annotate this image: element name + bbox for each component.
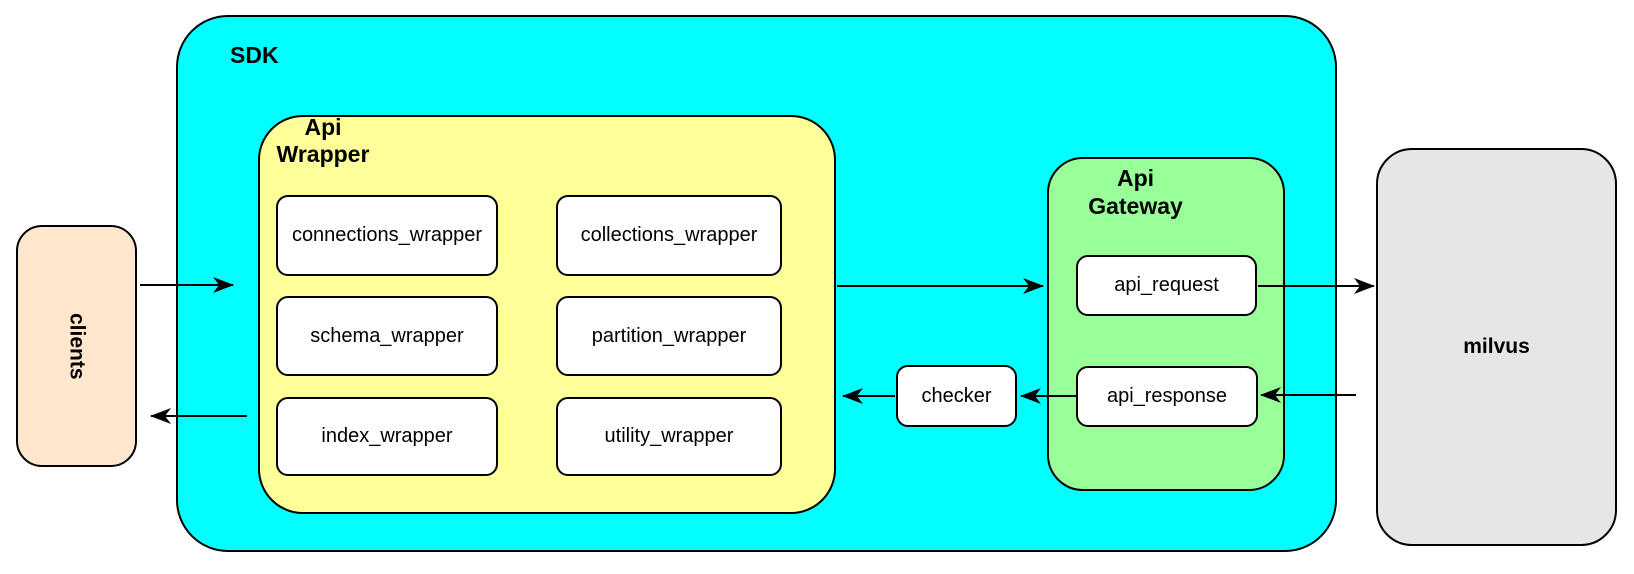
api-gateway-label: Api Gateway <box>1058 164 1213 220</box>
api-wrapper-label-line1: Api <box>304 114 342 140</box>
index-wrapper-label: index_wrapper <box>321 425 453 447</box>
collections-wrapper-node: collections_wrapper <box>556 195 782 276</box>
api-wrapper-label: Api Wrapper <box>256 114 390 168</box>
clients-node: clients <box>16 225 137 467</box>
connections-wrapper-label: connections_wrapper <box>291 224 483 246</box>
utility-wrapper-label: utility_wrapper <box>604 425 734 447</box>
api-request-label: api_request <box>1114 274 1219 296</box>
api-gateway-label-line1: Api <box>1116 165 1155 191</box>
api-wrapper-label-line2: Wrapper <box>276 141 370 167</box>
milvus-node: milvus <box>1376 148 1617 546</box>
utility-wrapper-node: utility_wrapper <box>556 397 782 476</box>
api-request-node: api_request <box>1076 255 1257 316</box>
partition-wrapper-label: partition_wrapper <box>591 324 747 347</box>
collections-wrapper-label: collections_wrapper <box>580 224 758 246</box>
api-gateway-label-line2: Gateway <box>1088 193 1183 219</box>
api-response-node: api_response <box>1076 366 1258 427</box>
api-response-label: api_response <box>1106 385 1228 407</box>
clients-label: clients <box>65 312 89 380</box>
sdk-label: SDK <box>230 42 279 68</box>
schema-wrapper-label: schema_wrapper <box>310 324 464 347</box>
checker-label: checker <box>921 384 992 407</box>
partition-wrapper-node: partition_wrapper <box>556 296 782 376</box>
api-gateway-container <box>1047 157 1285 491</box>
connections-wrapper-node: connections_wrapper <box>276 195 498 276</box>
checker-node: checker <box>896 365 1017 427</box>
index-wrapper-node: index_wrapper <box>276 397 498 476</box>
milvus-label: milvus <box>1463 335 1530 358</box>
schema-wrapper-node: schema_wrapper <box>276 296 498 376</box>
